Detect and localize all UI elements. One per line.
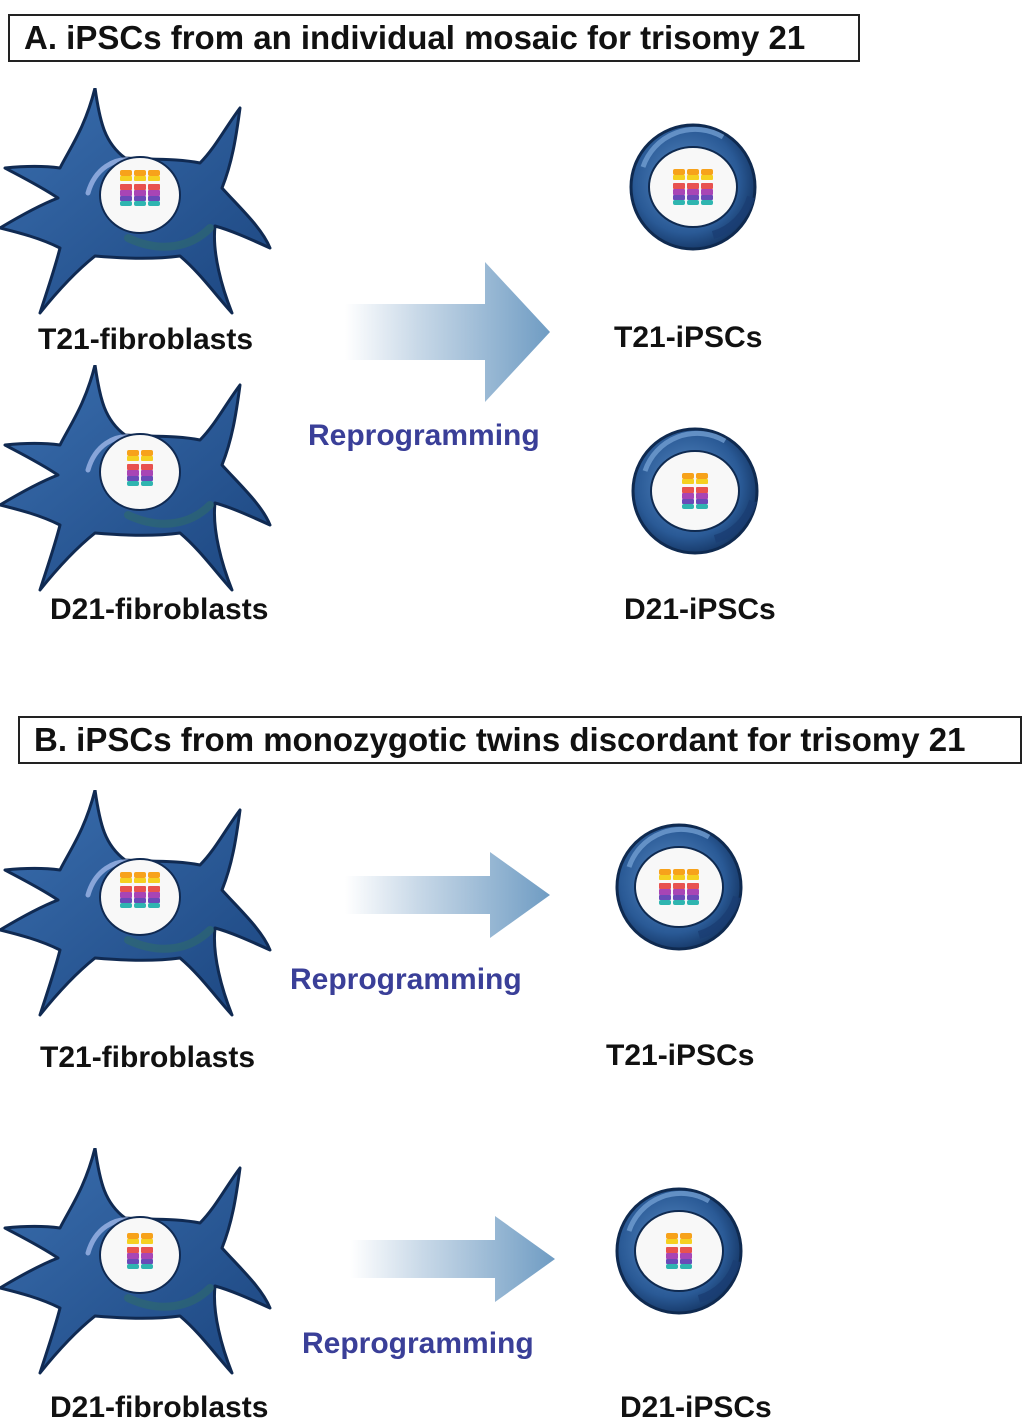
label-d21-fibroblasts-b: D21-fibroblasts xyxy=(50,1391,269,1424)
label-t21-ipscs-a: T21-iPSCs xyxy=(614,321,763,354)
label-t21-fibroblasts-a: T21-fibroblasts xyxy=(38,323,254,356)
d21-fibroblast-b xyxy=(0,1148,280,1388)
label-d21-ipscs-a: D21-iPSCs xyxy=(624,593,776,626)
d21-fibroblast-a xyxy=(0,365,280,605)
reprogramming-label-a: Reprogramming xyxy=(308,419,540,452)
panel-a-title: A. iPSCs from an individual mosaic for t… xyxy=(8,14,860,62)
reprogramming-arrow-a xyxy=(345,262,550,402)
label-d21-fibroblasts-a: D21-fibroblasts xyxy=(50,593,269,626)
label-t21-fibroblasts-b: T21-fibroblasts xyxy=(40,1041,256,1074)
reprogramming-label-b1: Reprogramming xyxy=(290,963,522,996)
d21-ipsc-b xyxy=(612,1184,746,1318)
t21-fibroblast-a xyxy=(0,88,280,328)
label-t21-ipscs-b: T21-iPSCs xyxy=(606,1039,755,1072)
reprogramming-arrow-b2 xyxy=(350,1216,555,1302)
t21-ipsc-b xyxy=(612,820,746,954)
reprogramming-label-b2: Reprogramming xyxy=(302,1327,534,1360)
panel-b-title: B. iPSCs from monozygotic twins discorda… xyxy=(18,716,1022,764)
d21-ipsc-a xyxy=(628,424,762,558)
reprogramming-arrow-b1 xyxy=(345,852,550,938)
label-d21-ipscs-b: D21-iPSCs xyxy=(620,1391,772,1424)
t21-fibroblast-b xyxy=(0,790,280,1030)
t21-ipsc-a xyxy=(626,120,760,254)
